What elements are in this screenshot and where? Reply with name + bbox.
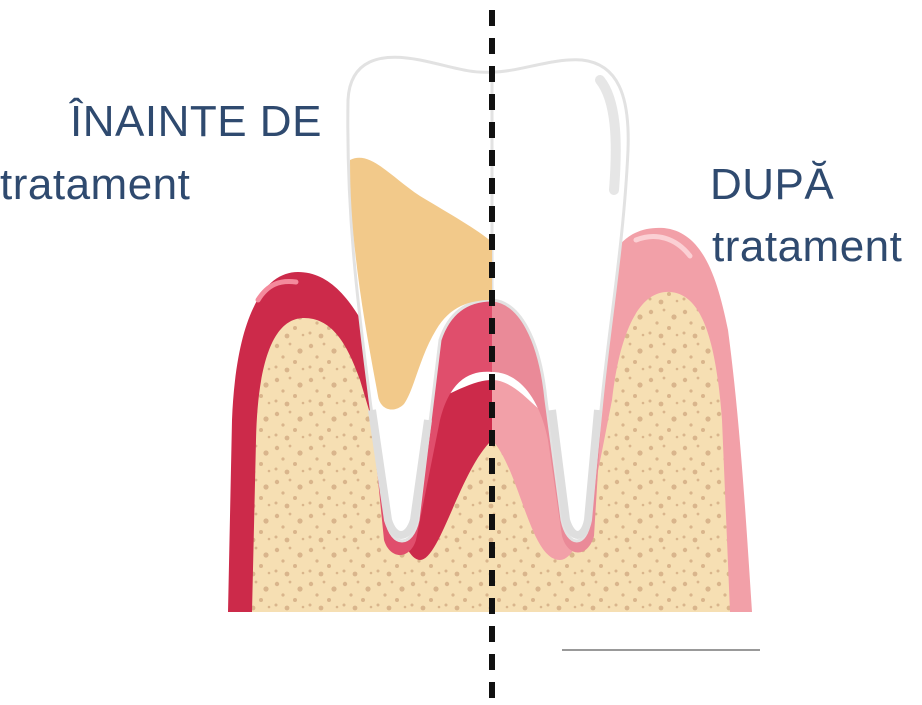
- before-treatment-title: ÎNAINTE DE: [70, 100, 322, 144]
- after-treatment-half: [492, 60, 752, 612]
- after-treatment-title: DUPĂ: [710, 163, 834, 207]
- after-treatment-subtitle: tratament: [712, 225, 902, 269]
- before-treatment-subtitle: tratament: [0, 163, 190, 207]
